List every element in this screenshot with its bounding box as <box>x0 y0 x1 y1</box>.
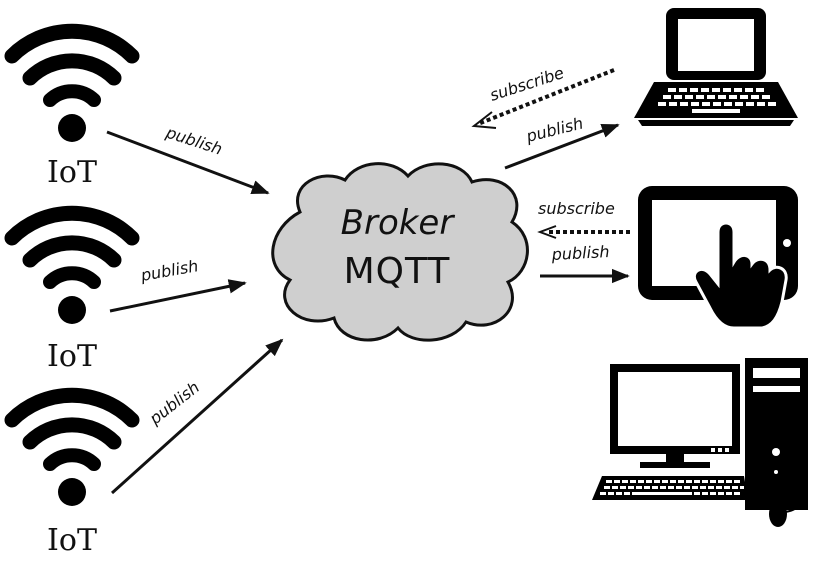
subscribe-arrow-laptop <box>477 68 615 126</box>
subscribe-arrowhead-laptop <box>471 111 497 129</box>
broker-subtitle: MQTT <box>344 251 451 292</box>
broker-cloud: Broker MQTT <box>271 162 529 342</box>
cloud-shape <box>271 162 529 342</box>
iot-device-2: IoT <box>12 213 132 374</box>
publish-arrow-1 <box>106 130 270 195</box>
iot-label: IoT <box>47 155 97 190</box>
wifi-icon <box>12 213 132 324</box>
publish-label-tablet: publish <box>550 242 610 264</box>
iot-label: IoT <box>47 339 97 374</box>
tablet-touch-icon <box>638 186 798 330</box>
laptop-icon <box>634 8 798 126</box>
publish-label-2: publish <box>138 256 199 285</box>
iot-label: IoT <box>47 523 97 558</box>
iot-device-1: IoT <box>12 31 132 190</box>
publish-label-3: publish <box>145 378 203 429</box>
iot-device-3: IoT <box>12 395 132 558</box>
subscribe-label-laptop: subscribe <box>487 63 566 105</box>
subscribe-label-tablet: subscribe <box>538 199 615 218</box>
publish-arrow-3 <box>110 338 284 495</box>
publish-arrow-laptop <box>504 123 620 170</box>
publish-arrow-2 <box>109 279 247 313</box>
wifi-icon <box>12 31 132 142</box>
broker-title: Broker <box>341 203 456 243</box>
publish-label-1: publish <box>163 122 225 158</box>
desktop-computer-icon <box>592 358 808 527</box>
subscribe-arrowhead-tablet <box>537 225 557 239</box>
